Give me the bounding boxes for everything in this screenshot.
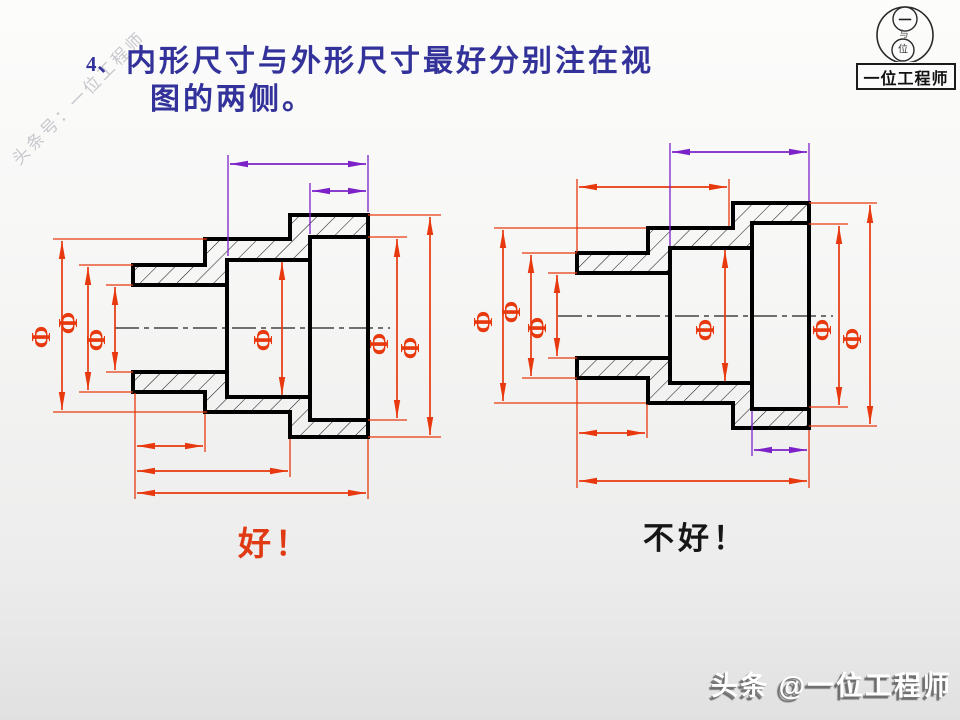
upper-hatch-section — [577, 203, 809, 273]
title-line-2: 图的两侧。 — [150, 83, 315, 116]
diameter-symbol: Φ — [468, 311, 498, 333]
red-extension-lines — [494, 179, 877, 488]
lower-hatch-section — [577, 358, 809, 428]
diameter-symbol: Φ — [496, 301, 526, 323]
red-dimension-lines — [58, 217, 434, 497]
logo-top-circle — [892, 6, 918, 32]
diameter-symbol: Φ — [53, 312, 83, 334]
diameter-symbol: Φ — [690, 319, 720, 341]
lower-hatch-section — [133, 372, 368, 437]
diameter-symbol: Φ — [364, 333, 394, 355]
upper-hatch-section — [133, 215, 368, 285]
good-label: 好！ — [238, 527, 312, 563]
diameter-symbols: Φ Φ Φ Φ Φ Φ — [26, 312, 425, 359]
bad-example-drawing: Φ Φ Φ Φ Φ Φ — [468, 143, 877, 488]
logo-bottom-circle — [891, 38, 915, 62]
diameter-symbol: Φ — [26, 326, 56, 348]
diameter-symbol: Φ — [395, 337, 425, 359]
diameter-symbol: Φ — [522, 317, 552, 339]
logo-caption: 一位工程师 — [856, 63, 956, 90]
part-outline — [131, 213, 370, 439]
bad-label: 不好！ — [643, 521, 748, 556]
good-example-drawing: Φ Φ Φ Φ Φ Φ — [26, 155, 441, 499]
logo-emblem: 一 与 位 — [876, 6, 934, 62]
diameter-symbol: Φ — [248, 329, 278, 351]
logo-bottom-char: 位 — [898, 43, 908, 56]
logo: 一 与 位 一位工程师 — [852, 2, 958, 92]
diameter-symbol: Φ — [837, 328, 867, 350]
red-extension-lines — [53, 214, 441, 499]
diameter-symbol: Φ — [81, 329, 111, 351]
purple-extension-lines — [227, 155, 369, 256]
title-number: 4、 — [86, 52, 120, 76]
title-line-1: 内形尺寸与外形尺寸最好分别注在视 — [126, 45, 654, 78]
footer-credit: 头条 @一位工程师 — [711, 671, 952, 701]
red-dimension-lines — [499, 183, 874, 485]
purple-extension-lines — [669, 143, 810, 456]
diameter-symbols: Φ Φ Φ Φ Φ Φ — [468, 301, 867, 350]
purple-dimension-lines — [230, 160, 366, 195]
logo-top-char: 一 — [898, 13, 911, 28]
purple-dimension-lines — [672, 148, 807, 454]
diameter-symbol: Φ — [807, 319, 837, 341]
part-outline — [575, 201, 811, 430]
logo-middle-char: 与 — [899, 29, 908, 39]
